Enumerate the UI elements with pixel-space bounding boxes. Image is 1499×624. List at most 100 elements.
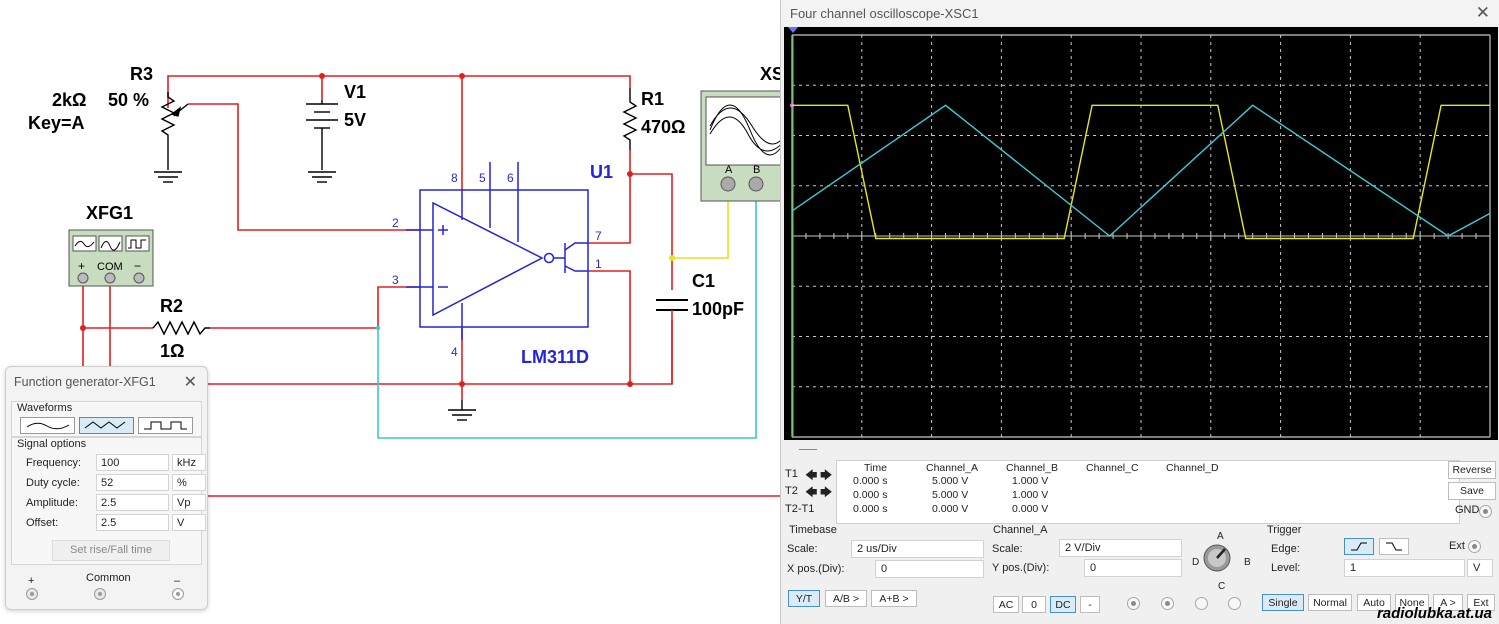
u1-pin3: 3 — [392, 273, 399, 287]
trigger-a-button[interactable]: A > — [1433, 594, 1463, 611]
cursor-delta-label: T2-T1 — [785, 503, 815, 515]
duty-cycle-unit[interactable]: % — [172, 474, 206, 491]
ypos-input[interactable]: 0 — [1084, 559, 1182, 577]
trigger-single-button[interactable]: Single — [1262, 594, 1304, 611]
r1-resistor[interactable] — [622, 88, 638, 150]
timebase-title: Timebase — [789, 524, 837, 536]
gnd-label: GND — [1455, 504, 1480, 516]
xfg1-minus: − — [134, 259, 141, 273]
fg-close-icon[interactable]: ✕ — [183, 374, 197, 391]
r2-ref: R2 — [160, 296, 183, 316]
coupling-minus-button[interactable]: - — [1080, 596, 1100, 613]
rising-edge-icon — [1351, 542, 1367, 551]
channel-scale-input[interactable]: 2 V/Div — [1059, 539, 1182, 557]
wires-yellow — [672, 192, 729, 259]
xsc1-instrument[interactable] — [700, 90, 792, 202]
offset-input[interactable]: 2.5 — [96, 514, 169, 531]
cursor-t1-label: T1 — [785, 468, 798, 480]
offset-label: Offset: — [26, 517, 59, 529]
r1-ref: R1 — [641, 89, 664, 109]
gnd-terminal[interactable] — [1479, 505, 1492, 518]
fg-terminal-common[interactable] — [94, 588, 106, 600]
t1-left-arrow-icon[interactable]: 🡄 — [805, 468, 818, 482]
signal-options-group: Signal options Frequency: 100 kHz Duty c… — [11, 437, 206, 565]
triangle-wave-button[interactable] — [79, 417, 134, 434]
trigger-falling-edge-button[interactable] — [1379, 538, 1409, 555]
square-wave-button[interactable] — [138, 417, 193, 434]
r3-key: Key=A — [28, 113, 85, 133]
set-rise-fall-button[interactable]: Set rise/Fall time — [52, 540, 170, 561]
fg-title: Function generator-XFG1 — [14, 375, 156, 389]
sine-wave-button[interactable] — [20, 417, 75, 434]
channel-terminal-b[interactable] — [1161, 597, 1174, 610]
t1-right-arrow-icon[interactable]: 🡆 — [820, 468, 833, 482]
trigger-none-button[interactable]: None — [1395, 594, 1429, 611]
fg-terminal-minus[interactable] — [172, 588, 184, 600]
trigger-level-label: Level: — [1271, 562, 1301, 574]
scope-titlebar: Four channel oscilloscope-XSC1 ✕ — [781, 0, 1499, 26]
coupling-zero-button[interactable]: 0 — [1022, 596, 1046, 613]
trigger-normal-button[interactable]: Normal — [1308, 594, 1352, 611]
u1-pin4: 4 — [451, 345, 458, 359]
t2-right-arrow-icon[interactable]: 🡆 — [820, 485, 833, 499]
u1-comparator[interactable] — [406, 162, 589, 340]
scroll-grip[interactable] — [799, 449, 817, 450]
mode-ab-button[interactable]: A/B > — [825, 590, 867, 607]
channel-terminal-c[interactable] — [1195, 597, 1208, 610]
xpos-input[interactable]: 0 — [875, 560, 984, 578]
r3-potentiometer[interactable] — [160, 92, 189, 170]
channel-terminal-d[interactable] — [1228, 597, 1241, 610]
trigger-ext-terminal[interactable] — [1468, 540, 1481, 553]
trace-channel-a — [792, 104, 1490, 240]
xfg1-ref: XFG1 — [86, 203, 133, 223]
timebase-scale-input[interactable]: 2 us/Div — [851, 540, 984, 558]
trigger-rising-edge-button[interactable] — [1344, 538, 1374, 555]
fg-terminal-common-label: Common — [86, 572, 131, 584]
u1-pin5: 5 — [479, 171, 486, 185]
trigger-auto-button[interactable]: Auto — [1357, 594, 1391, 611]
frequency-label: Frequency: — [26, 457, 82, 469]
frequency-input[interactable]: 100 — [96, 454, 169, 471]
fg-terminal-plus[interactable] — [26, 588, 38, 600]
channel-scale-label: Scale: — [992, 543, 1023, 555]
offset-unit-select[interactable]: V — [172, 514, 206, 531]
trigger-level-input[interactable]: 1 — [1344, 559, 1465, 577]
r2-resistor[interactable] — [152, 320, 210, 336]
mode-yt-button[interactable]: Y/T — [788, 590, 820, 607]
signal-options-label: Signal options — [17, 438, 87, 450]
scope-close-icon[interactable]: ✕ — [1475, 3, 1490, 22]
duty-cycle-input[interactable]: 52 — [96, 474, 169, 491]
waveforms-label: Waveforms — [17, 402, 73, 414]
reverse-button[interactable]: Reverse — [1448, 461, 1496, 479]
readout-header-d: Channel_D — [1166, 462, 1219, 474]
r3-ground — [154, 171, 182, 183]
square-wave-icon — [144, 421, 187, 430]
trigger-title: Trigger — [1267, 524, 1302, 536]
trigger-level-unit-select[interactable]: V — [1467, 559, 1493, 577]
amplitude-unit-select[interactable]: Vp — [172, 494, 206, 511]
readout-t1-a: 5.000 V — [932, 475, 969, 487]
readout-t2-b: 1.000 V — [1012, 489, 1049, 501]
c1-capacitor[interactable] — [656, 299, 688, 384]
trigger-ext-button[interactable]: Ext — [1467, 594, 1495, 611]
xfg1-instrument[interactable] — [68, 229, 154, 287]
v1-battery[interactable] — [306, 100, 338, 183]
v1-ref: V1 — [344, 82, 366, 102]
scope-screen[interactable] — [784, 27, 1498, 440]
save-button[interactable]: Save — [1448, 482, 1496, 500]
coupling-dc-button[interactable]: DC — [1050, 596, 1076, 613]
wires-cyan — [377, 192, 757, 439]
u1-pin6: 6 — [507, 171, 514, 185]
readout-t2-a: 5.000 V — [932, 489, 969, 501]
t2-left-arrow-icon[interactable]: 🡄 — [805, 485, 818, 499]
mode-a-plus-b-button[interactable]: A+B > — [871, 590, 917, 607]
oscilloscope-window: Four channel oscilloscope-XSC1 ✕ T1 🡄 🡆 … — [780, 0, 1499, 624]
sine-wave-icon — [26, 422, 70, 430]
knob-label-d: D — [1192, 557, 1200, 568]
coupling-ac-button[interactable]: AC — [993, 596, 1019, 613]
frequency-unit-select[interactable]: kHz — [172, 454, 206, 471]
channel-terminal-a[interactable] — [1127, 597, 1140, 610]
scope-title: Four channel oscilloscope-XSC1 — [790, 6, 979, 21]
channel-selector-knob[interactable] — [1189, 530, 1259, 592]
amplitude-input[interactable]: 2.5 — [96, 494, 169, 511]
